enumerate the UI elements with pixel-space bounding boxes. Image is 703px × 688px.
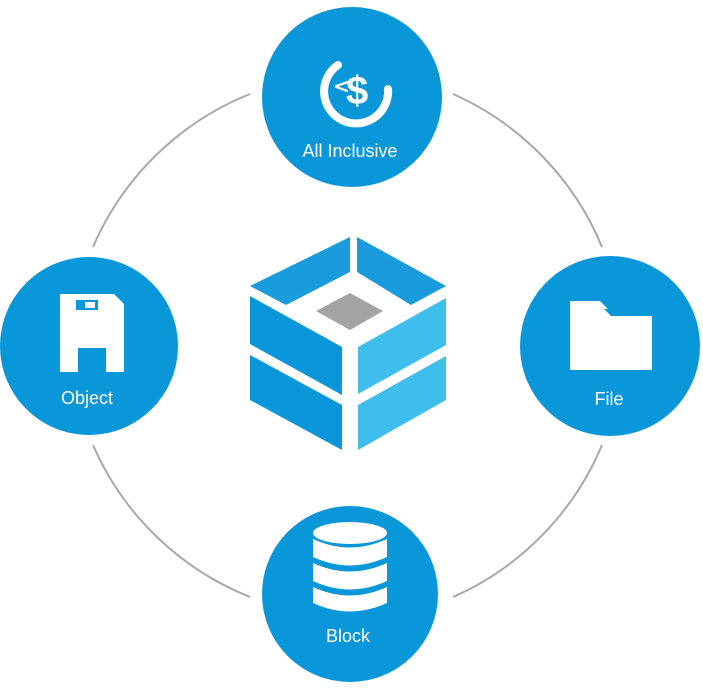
floppy-disk-icon [60, 294, 124, 372]
node-all-inclusive[interactable]: < $ All Inclusive [262, 7, 442, 187]
cube-top-right-face [357, 237, 446, 305]
dollar-cycle-icon: < $ [320, 61, 393, 128]
cube-left-lower-band [250, 355, 342, 450]
node-object-label: Object [61, 388, 113, 408]
ring-arc-top-left [92, 93, 251, 248]
cube-right-upper-band [358, 298, 446, 394]
storage-cube-logo [250, 237, 446, 450]
cube-left-upper-band [250, 296, 342, 395]
cube-top-left-face [250, 237, 350, 305]
ring-arc-bottom-right [452, 444, 603, 598]
svg-text:$: $ [346, 69, 368, 113]
cube-right-lower-band [358, 356, 446, 450]
folder-icon [570, 301, 652, 370]
database-icon [313, 522, 387, 612]
node-all-inclusive-circle [262, 7, 442, 187]
node-block-label: Block [326, 626, 371, 646]
node-all-inclusive-label: All Inclusive [302, 141, 397, 161]
ring-arc-bottom-left [92, 444, 251, 598]
connection-ring [92, 93, 603, 598]
cube-center-square [316, 293, 383, 330]
node-object[interactable]: Object [0, 257, 178, 435]
svg-text:<: < [333, 74, 350, 98]
node-block-circle [262, 506, 438, 682]
node-block[interactable]: Block [262, 506, 438, 682]
node-file[interactable]: File [520, 256, 700, 436]
node-file-label: File [594, 389, 623, 409]
ring-arc-top-right [452, 93, 603, 248]
